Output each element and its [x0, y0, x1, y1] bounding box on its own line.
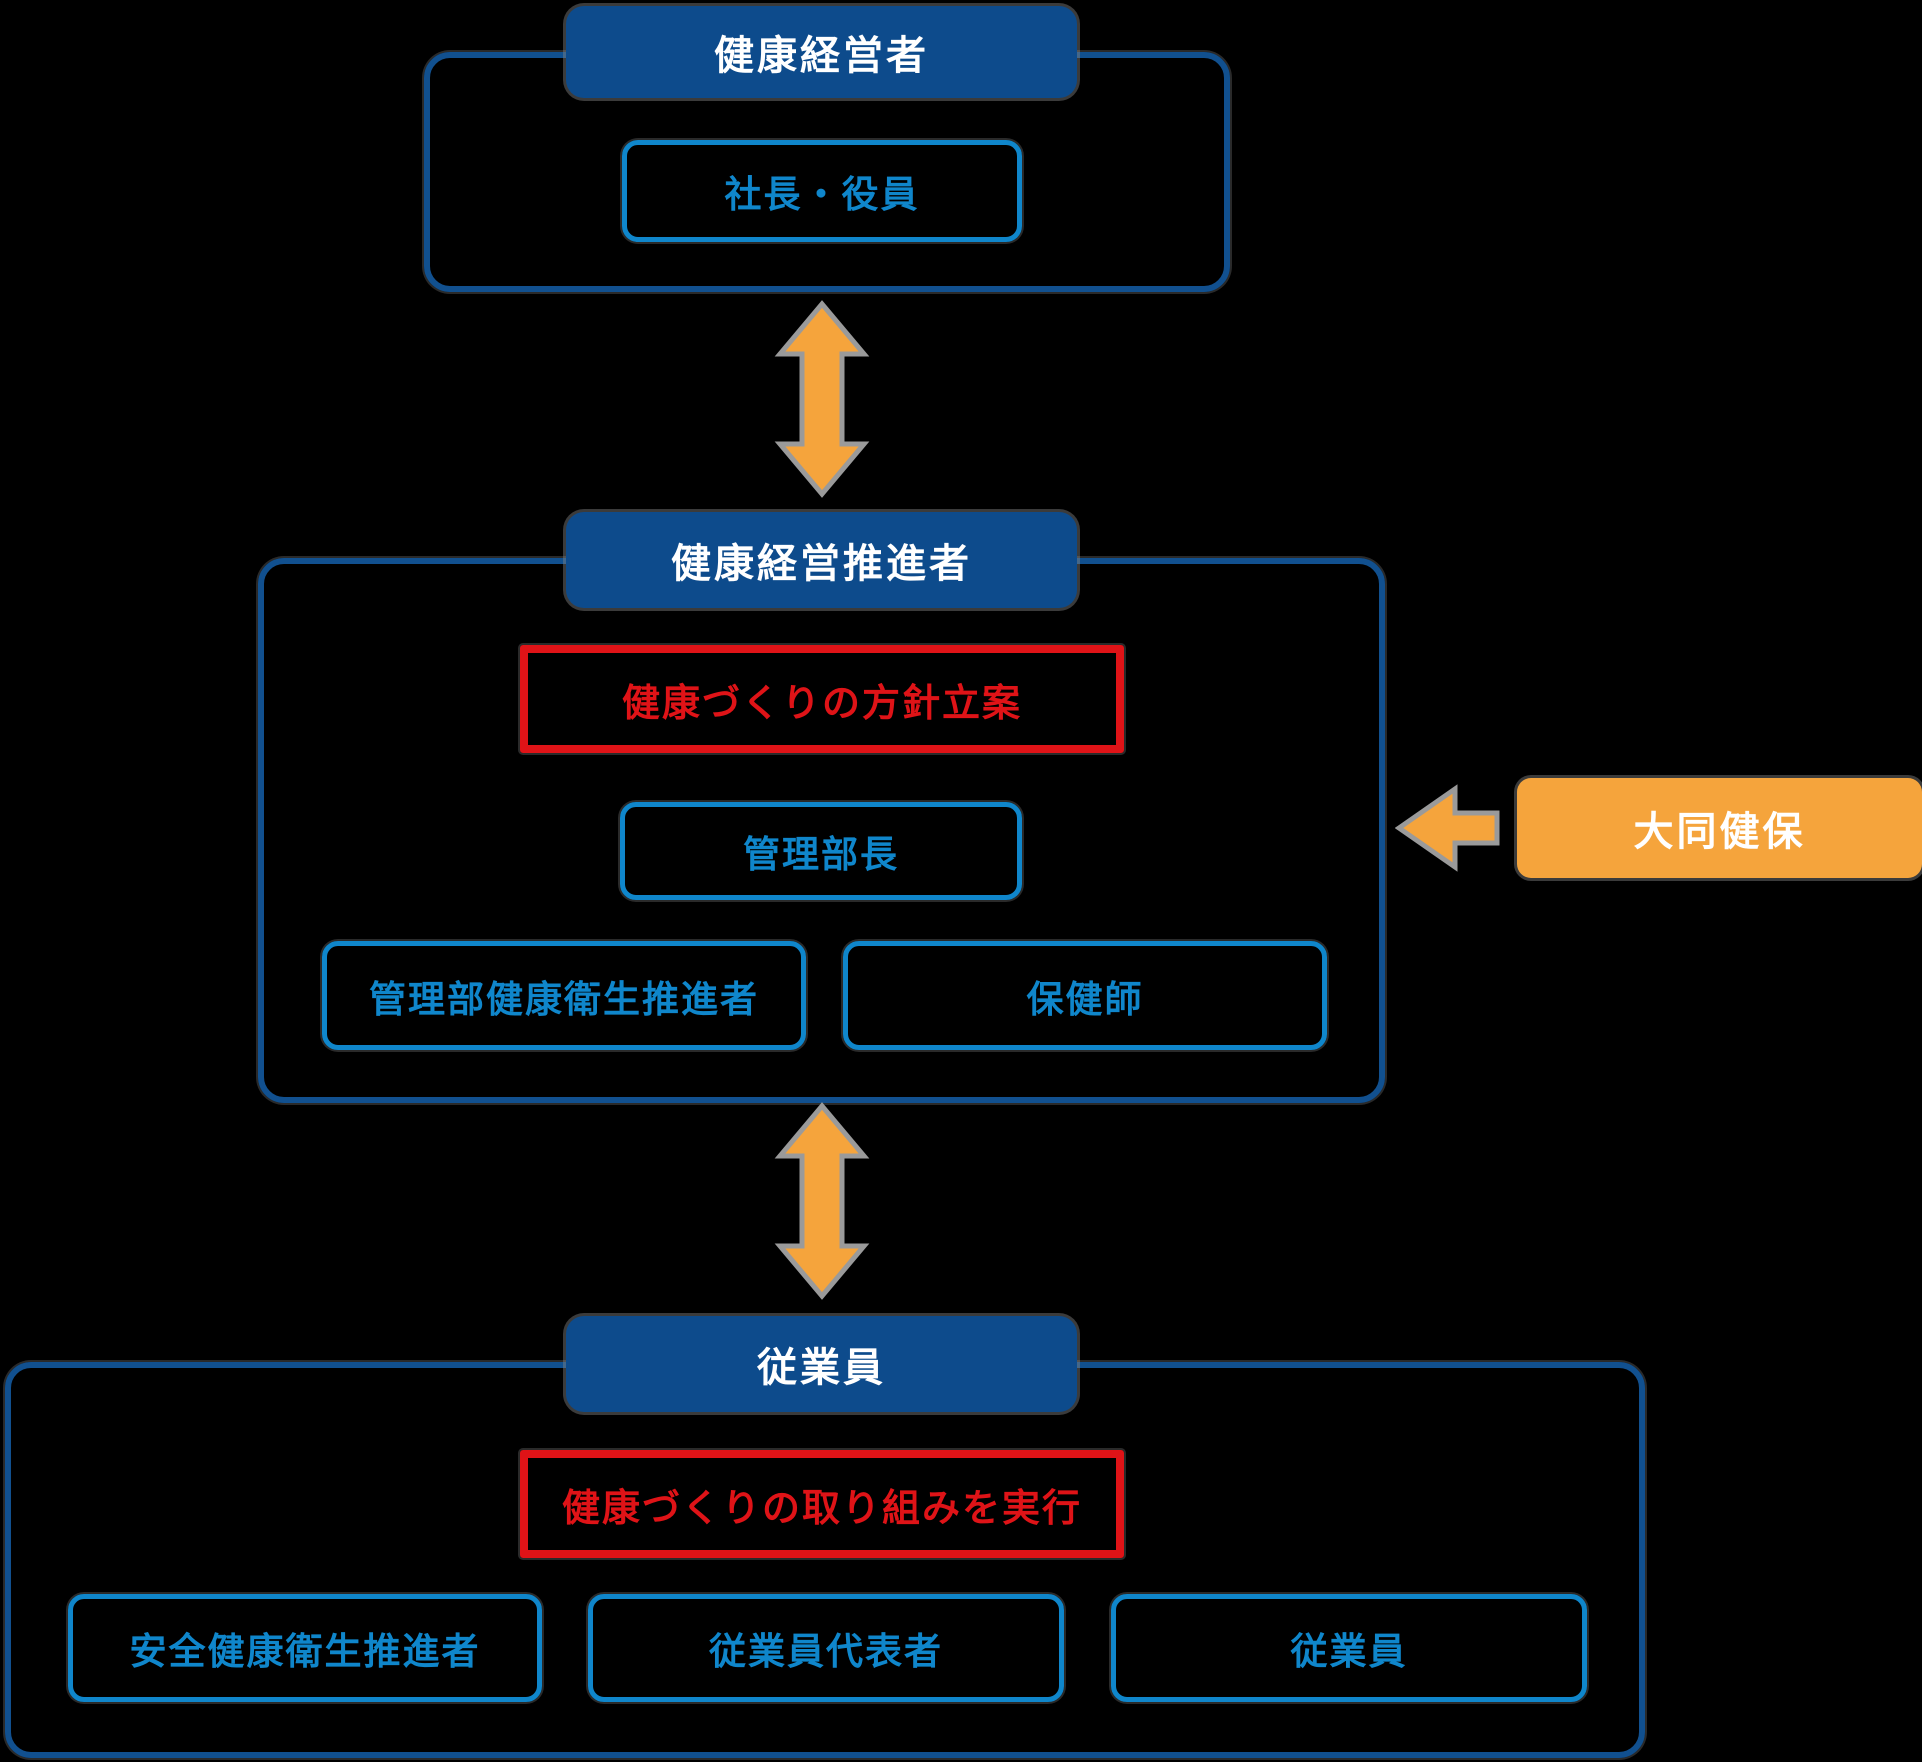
top-tier-header: 健康経営者: [566, 6, 1077, 98]
left-arrow-icon: [1395, 784, 1500, 872]
employee-representative-box: 従業員代表者: [588, 1594, 1064, 1702]
health-nurse-label: 保健師: [1026, 978, 1144, 1020]
middle-tier-header-label: 健康経営推進者: [671, 542, 972, 586]
execute-initiatives-label: 健康づくりの取り組みを実行: [561, 1487, 1082, 1530]
admin-manager-label: 管理部長: [743, 834, 899, 875]
hygiene-promoter-box: 管理部健康衛生推進者: [322, 941, 806, 1050]
health-nurse-box: 保健師: [843, 941, 1327, 1050]
hygiene-promoter-label: 管理部健康衛生推進者: [369, 978, 759, 1020]
bottom-tier-header: 従業員: [566, 1316, 1077, 1412]
safety-hygiene-promoter-box: 安全健康衛生推進者: [68, 1594, 542, 1702]
policy-planning-label: 健康づくりの方針立案: [621, 682, 1022, 725]
admin-manager-box: 管理部長: [620, 802, 1022, 900]
president-executives-label: 社長・役員: [724, 174, 920, 215]
employee-label: 従業員: [1290, 1631, 1408, 1672]
policy-planning-box: 健康づくりの方針立案: [520, 645, 1124, 753]
president-executives-box: 社長・役員: [622, 140, 1022, 242]
top-tier-header-label: 健康経営者: [714, 34, 929, 78]
daido-kenpo-box: 大同健保: [1517, 778, 1922, 878]
double-arrow-icon: [774, 1102, 870, 1300]
execute-initiatives-box: 健康づくりの取り組みを実行: [520, 1450, 1124, 1558]
daido-kenpo-label: 大同健保: [1633, 810, 1806, 854]
middle-tier-header: 健康経営推進者: [566, 512, 1077, 608]
safety-hygiene-promoter-label: 安全健康衛生推進者: [129, 1631, 481, 1672]
employee-representative-label: 従業員代表者: [709, 1631, 943, 1672]
double-arrow-icon: [774, 300, 870, 498]
bottom-tier-header-label: 従業員: [757, 1346, 886, 1390]
employee-box: 従業員: [1111, 1594, 1587, 1702]
